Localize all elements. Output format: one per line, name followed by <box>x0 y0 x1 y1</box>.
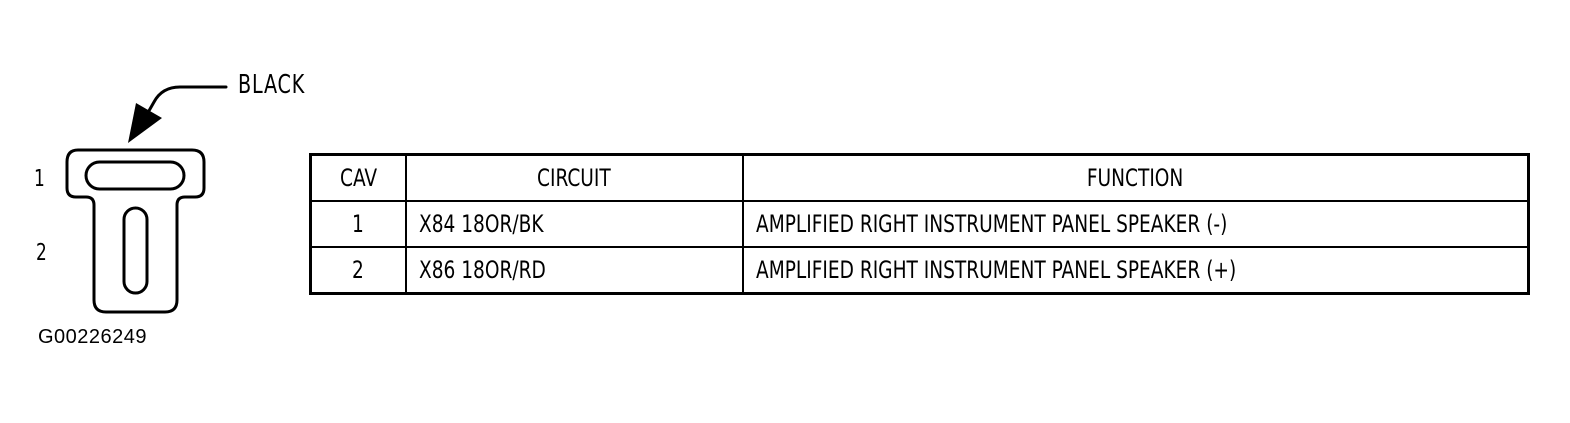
header-function: FUNCTION <box>741 153 1530 202</box>
connector-color-label: BLACK <box>238 70 306 100</box>
table-row: 2 X86 18OR/RD AMPLIFIED RIGHT INSTRUMENT… <box>309 246 1530 295</box>
cavity-1-label: 1 <box>34 166 45 192</box>
cell-function: AMPLIFIED RIGHT INSTRUMENT PANEL SPEAKER… <box>741 246 1530 295</box>
cavity-2-slot-icon <box>122 206 149 295</box>
connector-outline-icon <box>65 148 206 314</box>
table-row: 1 X84 18OR/BK AMPLIFIED RIGHT INSTRUMENT… <box>309 200 1530 248</box>
cell-function: AMPLIFIED RIGHT INSTRUMENT PANEL SPEAKER… <box>741 200 1530 248</box>
header-circuit: CIRCUIT <box>404 153 744 202</box>
pinout-table: CAV CIRCUIT FUNCTION 1 X84 18OR/BK AMPLI… <box>309 153 1530 295</box>
cell-circuit: X86 18OR/RD <box>404 246 744 295</box>
cavity-2-label: 2 <box>36 240 47 266</box>
arrowhead-icon <box>128 103 162 143</box>
connector-diagram <box>65 85 228 314</box>
leader-line <box>144 85 228 118</box>
cell-cav: 2 <box>309 246 407 295</box>
header-cav: CAV <box>309 153 407 202</box>
cell-circuit: X84 18OR/BK <box>404 200 744 248</box>
cavity-1-slot-icon <box>84 160 186 191</box>
figure-id: G00226249 <box>38 326 148 348</box>
table-header-row: CAV CIRCUIT FUNCTION <box>309 153 1530 202</box>
cell-cav: 1 <box>309 200 407 248</box>
